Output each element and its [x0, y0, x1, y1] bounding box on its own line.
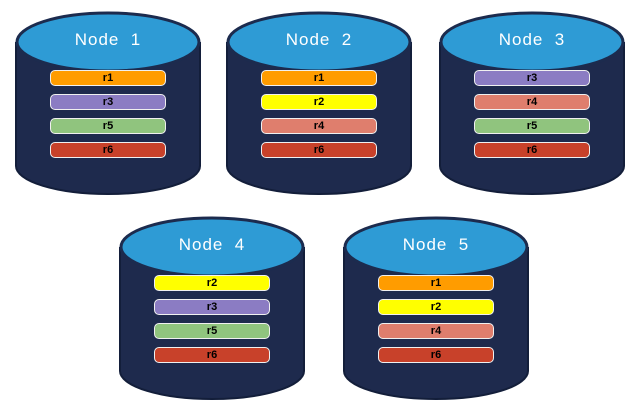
partition-bar-r1: r1: [50, 70, 166, 86]
partition-bar-r1: r1: [378, 275, 494, 291]
db-node-5: Node 5 r1 r2 r4 r6: [340, 213, 532, 403]
partition-bar-r4: r4: [378, 323, 494, 339]
partition-list: r1 r2 r4 r6: [378, 275, 494, 371]
partition-list: r2 r3 r5 r6: [154, 275, 270, 371]
db-node-1: Node 1 r1 r3 r5 r6: [12, 8, 204, 198]
partition-bar-r5: r5: [474, 118, 590, 134]
partition-bar-r5: r5: [50, 118, 166, 134]
partition-bar-r3: r3: [50, 94, 166, 110]
node-title: Node 3: [498, 30, 566, 49]
partition-bar-r3: r3: [474, 70, 590, 86]
db-node-3: Node 3 r3 r4 r5 r6: [436, 8, 628, 198]
partition-bar-r2: r2: [154, 275, 270, 291]
partition-list: r1 r3 r5 r6: [50, 70, 166, 166]
partition-list: r1 r2 r4 r6: [261, 70, 377, 166]
partition-bar-r2: r2: [378, 299, 494, 315]
partition-bar-r6: r6: [50, 142, 166, 158]
partition-bar-r4: r4: [474, 94, 590, 110]
node-title: Node 2: [285, 30, 353, 49]
db-node-2: Node 2 r1 r2 r4 r6: [223, 8, 415, 198]
partition-bar-r6: r6: [378, 347, 494, 363]
partition-list: r3 r4 r5 r6: [474, 70, 590, 166]
partition-bar-r4: r4: [261, 118, 377, 134]
node-title: Node 5: [402, 235, 470, 254]
partition-bar-r3: r3: [154, 299, 270, 315]
partition-bar-r6: r6: [474, 142, 590, 158]
db-node-4: Node 4 r2 r3 r5 r6: [116, 213, 308, 403]
partition-bar-r1: r1: [261, 70, 377, 86]
partition-bar-r6: r6: [261, 142, 377, 158]
node-title: Node 4: [178, 235, 246, 254]
partition-bar-r5: r5: [154, 323, 270, 339]
node-title: Node 1: [74, 30, 142, 49]
partition-bar-r6: r6: [154, 347, 270, 363]
partition-bar-r2: r2: [261, 94, 377, 110]
